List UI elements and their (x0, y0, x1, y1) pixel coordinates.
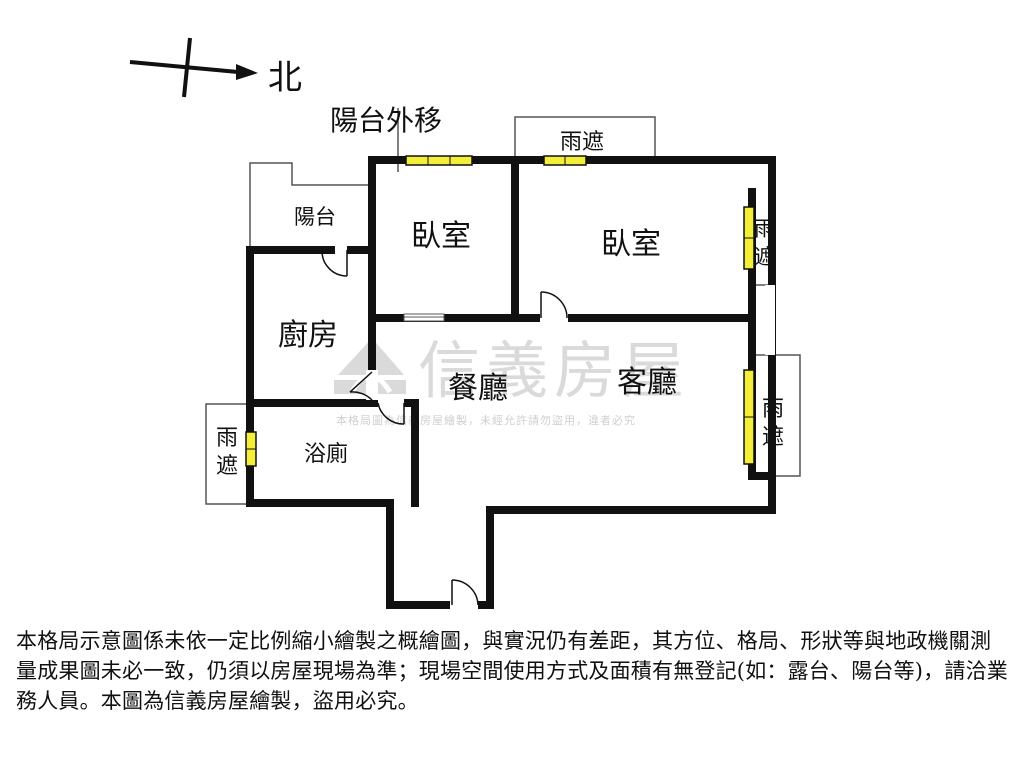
canopy-right-lower-label-1: 雨 (762, 397, 784, 422)
canopy-right-upper-label-1: 雨 (754, 217, 775, 241)
outline-thin (205, 108, 801, 505)
canopy-right-lower-label-2: 遮 (762, 425, 784, 450)
door-entrance (450, 579, 479, 610)
sliding-door (403, 313, 445, 322)
room-labels: 陽台外移 陽台 臥室 臥室 廚房 餐廳 客廳 浴廁 (278, 104, 677, 467)
canopy-right-upper-label-2: 遮 (754, 245, 775, 269)
bedroom-2-label: 臥室 (601, 227, 661, 262)
door-kitchen (349, 370, 378, 401)
canopy-left-label-1: 雨 (216, 426, 238, 451)
bedroom-1-label: 臥室 (411, 219, 471, 254)
watermark: 信義房屋 本格局圖為信義房屋繪製，未經允許請勿盜用，違者必究 (334, 334, 690, 427)
balcony-note-label: 陽台外移 (330, 104, 442, 137)
watermark-subtext: 本格局圖為信義房屋繪製，未經允許請勿盜用，違者必究 (336, 413, 636, 427)
bathroom-label: 浴廁 (304, 442, 348, 467)
dining-label: 餐廳 (448, 371, 508, 406)
canopy-top-outline (514, 116, 656, 160)
wall-bath (246, 399, 419, 507)
floor-plan: 信義房屋 本格局圖為信義房屋繪製，未經允許請勿盜用，違者必究 北 (129, 37, 801, 610)
arrow-icon (236, 64, 258, 80)
window-bed1 (405, 155, 473, 166)
canopy-left-label-2: 遮 (216, 454, 238, 479)
canopy-left-outline (205, 403, 248, 505)
disclaimer-text: 本格局示意圖係未依一定比例縮小繪製之概繪圖，與實況仍有差距，其方位、格局、形狀等… (16, 629, 1008, 713)
door-bedroom2 (540, 291, 568, 324)
living-label: 客廳 (617, 365, 677, 400)
compass-label: 北 (268, 58, 302, 98)
canopy-top-label: 雨遮 (560, 130, 604, 155)
north-compass: 北 (129, 37, 302, 98)
balcony-outline (249, 162, 372, 250)
door-balcony (321, 246, 348, 277)
door-bathroom (377, 398, 405, 425)
doors (321, 246, 568, 610)
outer-wall (246, 156, 776, 609)
canopy-labels: 雨遮 雨 遮 雨 遮 雨 遮 (216, 130, 784, 479)
kitchen-label: 廚房 (278, 318, 338, 353)
window-mullions (246, 156, 754, 450)
watermark-logo-text: 信義房屋 (418, 334, 690, 407)
balcony-label: 陽台 (294, 205, 336, 229)
